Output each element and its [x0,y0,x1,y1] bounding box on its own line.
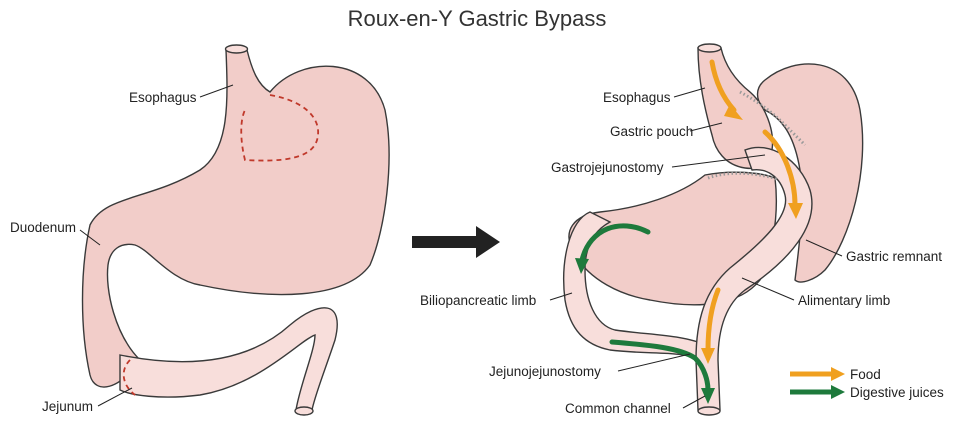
label-esophagus-before: Esophagus [129,90,197,105]
bypass-illustration: Esophagus Gastric pouch Gastrojejunostom… [420,44,942,416]
label-duodenum: Duodenum [10,220,76,235]
legend-item-food: Food [790,367,881,382]
normal-jejunum [120,308,337,410]
label-gastric-pouch: Gastric pouch [610,124,693,139]
legend: Food Digestive juices [790,367,944,400]
juices-arrowhead-icon [831,385,845,399]
jejunum-opening [295,407,313,415]
legend-item-digestive-juices: Digestive juices [790,385,944,400]
label-jejunum: Jejunum [42,399,93,414]
normal-stomach-illustration: Esophagus Duodenum Jejunum [10,45,389,415]
legend-label-digestive-juices: Digestive juices [850,385,944,400]
leader-esophagus-after [674,88,705,97]
label-esophagus-after: Esophagus [603,90,671,105]
label-gastric-remnant: Gastric remnant [846,249,942,264]
esophagus-opening [226,45,248,53]
legend-label-food: Food [850,367,881,382]
label-alimentary-limb: Alimentary limb [798,293,890,308]
label-common-channel: Common channel [565,401,671,416]
label-biliopancreatic-limb: Biliopancreatic limb [420,293,536,308]
diagram-title: Roux-en-Y Gastric Bypass [348,6,607,31]
common-channel-opening [698,407,720,415]
leader-jejunojejunostomy [618,354,690,371]
food-arrowhead-icon [831,367,845,381]
label-gastrojejunostomy: Gastrojejunostomy [551,160,664,175]
label-jejunojejunostomy: Jejunojejunostomy [489,364,601,379]
transition-arrow-icon [412,226,500,258]
leader-jejunum [98,388,132,406]
esophagus-opening-after [698,44,721,52]
